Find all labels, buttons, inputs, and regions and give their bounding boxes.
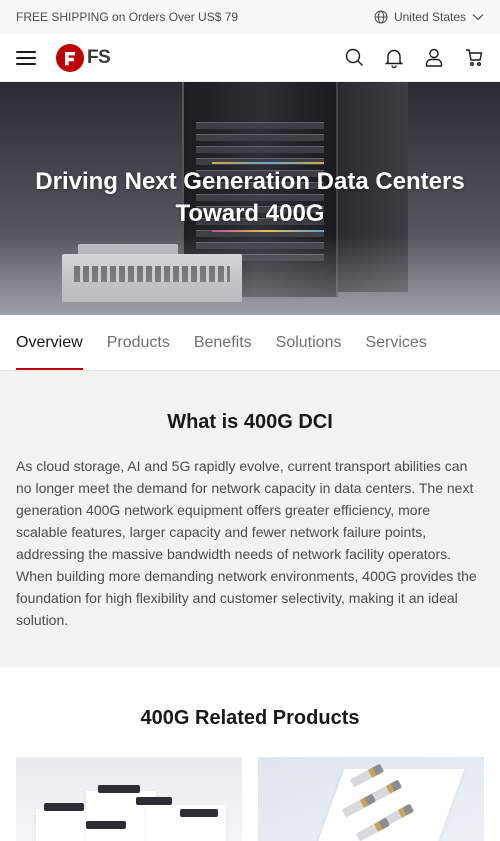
- fs-logo-mark-icon: [56, 43, 84, 72]
- fs-logo[interactable]: FS: [56, 43, 111, 72]
- region-label: United States: [393, 10, 466, 24]
- site-header: FS: [0, 34, 500, 82]
- tab-benefits[interactable]: Benefits: [193, 333, 252, 351]
- product-card-switches[interactable]: [16, 757, 242, 841]
- region-selector[interactable]: United States: [374, 10, 484, 24]
- related-products-section: 400G Related Products: [0, 667, 500, 841]
- tab-services[interactable]: Services: [365, 333, 427, 351]
- section-tabs: Overview Products Benefits Solutions Ser…: [0, 315, 500, 371]
- what-is-title: What is 400G DCI: [167, 411, 333, 433]
- globe-icon: [374, 10, 388, 24]
- menu-icon[interactable]: [16, 50, 36, 65]
- bell-icon[interactable]: [384, 48, 404, 68]
- user-icon[interactable]: [424, 48, 444, 68]
- switch-device-image: [62, 254, 242, 302]
- tab-overview[interactable]: Overview: [16, 315, 83, 370]
- related-products-title: 400G Related Products: [140, 707, 360, 729]
- product-card-transceivers[interactable]: [258, 757, 484, 841]
- what-is-section: What is 400G DCI As cloud storage, AI an…: [0, 371, 500, 667]
- hero-banner: Driving Next Generation Data Centers Tow…: [0, 82, 500, 315]
- logo-text: FS: [87, 46, 111, 68]
- tab-products[interactable]: Products: [106, 333, 170, 351]
- cart-icon[interactable]: [464, 48, 484, 68]
- free-shipping-text: FREE SHIPPING on Orders Over US$ 79: [16, 10, 239, 24]
- top-promo-bar: FREE SHIPPING on Orders Over US$ 79 Unit…: [0, 0, 500, 34]
- hero-title: Driving Next Generation Data Centers Tow…: [35, 168, 465, 227]
- chevron-down-icon: [472, 13, 484, 21]
- tab-solutions[interactable]: Solutions: [275, 333, 342, 351]
- search-icon[interactable]: [344, 48, 364, 68]
- what-is-body: As cloud storage, AI and 5G rapidly evol…: [16, 458, 477, 628]
